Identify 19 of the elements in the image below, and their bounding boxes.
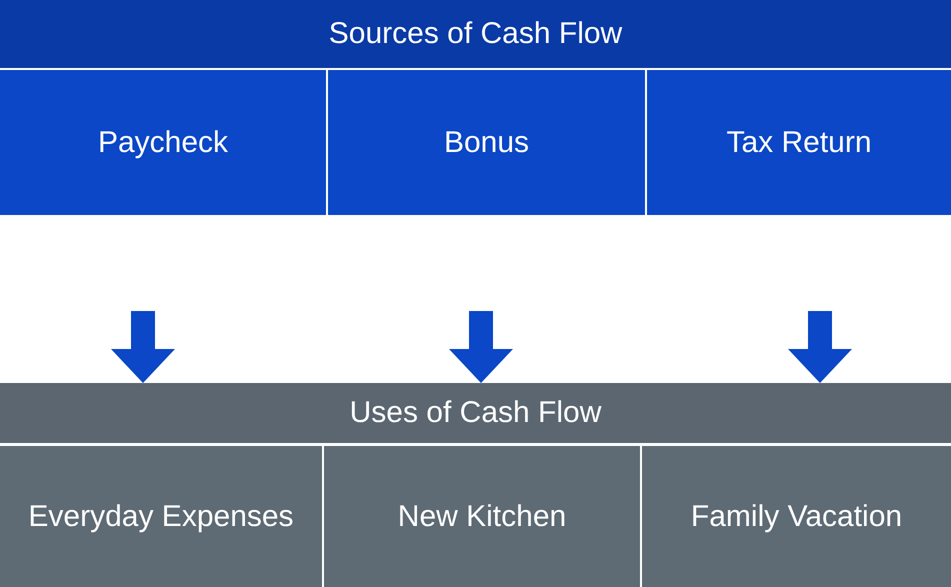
- source-box: [0, 70, 326, 215]
- box-label: Bonus: [444, 124, 530, 161]
- use-box: [324, 446, 640, 587]
- box-label: New Kitchen: [398, 498, 566, 535]
- block-arrow: [449, 311, 513, 383]
- box-label: Tax Return: [726, 124, 872, 161]
- box-label: Everyday Expenses: [28, 498, 294, 535]
- box-label: Family Vacation: [690, 498, 902, 535]
- block-arrow: [111, 311, 175, 383]
- header-band: [0, 383, 951, 443]
- use-box: [0, 446, 322, 587]
- source-box: [328, 70, 645, 215]
- header-text: Sources of Cash Flow: [328, 16, 622, 52]
- header-text: Uses of Cash Flow: [350, 395, 602, 432]
- use-box: [642, 446, 951, 587]
- header-band: [0, 0, 951, 68]
- box-label: Paycheck: [98, 124, 228, 161]
- source-box: [647, 70, 951, 215]
- block-arrow: [788, 311, 852, 383]
